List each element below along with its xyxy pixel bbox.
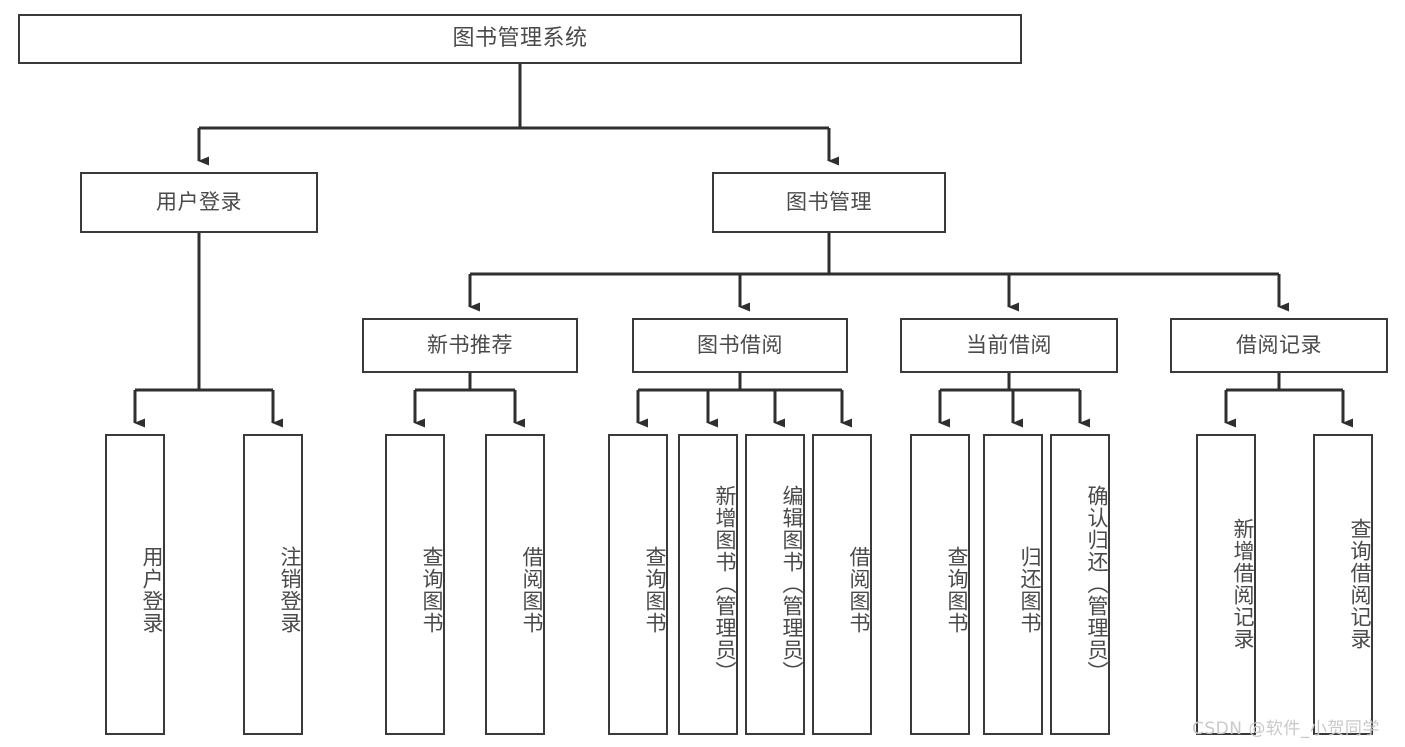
node-leaf-edit-book[interactable]: 编辑图书（管理员） bbox=[745, 434, 805, 735]
node-user-login[interactable]: 用户登录 bbox=[80, 172, 318, 233]
node-leaf-user-login[interactable]: 用户登录 bbox=[105, 434, 165, 735]
node-label: 新增图书（管理员） bbox=[713, 484, 737, 683]
node-leaf-confirm[interactable]: 确认归还（管理员） bbox=[1050, 434, 1110, 735]
node-label: 查询图书 bbox=[643, 545, 667, 634]
node-label: 确认归还（管理员） bbox=[1085, 484, 1109, 683]
node-label: 借阅记录 bbox=[1236, 333, 1322, 358]
node-current-borrow[interactable]: 当前借阅 bbox=[900, 318, 1118, 373]
node-leaf-query-3[interactable]: 查询图书 bbox=[910, 434, 970, 735]
node-leaf-borrow-2[interactable]: 借阅图书 bbox=[812, 434, 872, 735]
node-label: 借阅图书 bbox=[520, 545, 544, 634]
node-book-manage[interactable]: 图书管理 bbox=[712, 172, 946, 233]
node-leaf-add-book[interactable]: 新增图书（管理员） bbox=[678, 434, 738, 735]
node-leaf-borrow-1[interactable]: 借阅图书 bbox=[485, 434, 545, 735]
node-leaf-query-2[interactable]: 查询图书 bbox=[608, 434, 668, 735]
node-leaf-return[interactable]: 归还图书 bbox=[983, 434, 1043, 735]
csdn-watermark: CSDN @软件_小贺同学 bbox=[1192, 719, 1380, 739]
node-label: 用户登录 bbox=[140, 545, 164, 634]
node-leaf-query-rec[interactable]: 查询借阅记录 bbox=[1313, 434, 1373, 735]
node-root[interactable]: 图书管理系统 bbox=[18, 14, 1022, 64]
node-label: 用户登录 bbox=[156, 190, 242, 215]
node-leaf-query-1[interactable]: 查询图书 bbox=[385, 434, 445, 735]
node-label: 新增借阅记录 bbox=[1231, 517, 1255, 650]
node-label: 借阅图书 bbox=[847, 545, 871, 634]
node-label: 查询图书 bbox=[420, 545, 444, 634]
node-leaf-logout[interactable]: 注销登录 bbox=[243, 434, 303, 735]
node-label: 查询图书 bbox=[945, 545, 969, 634]
node-label: 图书管理 bbox=[786, 190, 872, 215]
node-label: 注销登录 bbox=[278, 545, 302, 634]
node-label: 当前借阅 bbox=[966, 333, 1052, 358]
node-label: 新书推荐 bbox=[427, 333, 513, 358]
node-label: 查询借阅记录 bbox=[1348, 517, 1372, 650]
node-book-borrow[interactable]: 图书借阅 bbox=[632, 318, 848, 373]
node-label: 图书管理系统 bbox=[452, 26, 588, 52]
node-borrow-record[interactable]: 借阅记录 bbox=[1170, 318, 1388, 373]
node-new-book-rec[interactable]: 新书推荐 bbox=[362, 318, 578, 373]
node-label: 归还图书 bbox=[1018, 545, 1042, 634]
node-leaf-add-rec[interactable]: 新增借阅记录 bbox=[1196, 434, 1256, 735]
node-label: 编辑图书（管理员） bbox=[780, 484, 804, 683]
node-label: 图书借阅 bbox=[697, 333, 783, 358]
